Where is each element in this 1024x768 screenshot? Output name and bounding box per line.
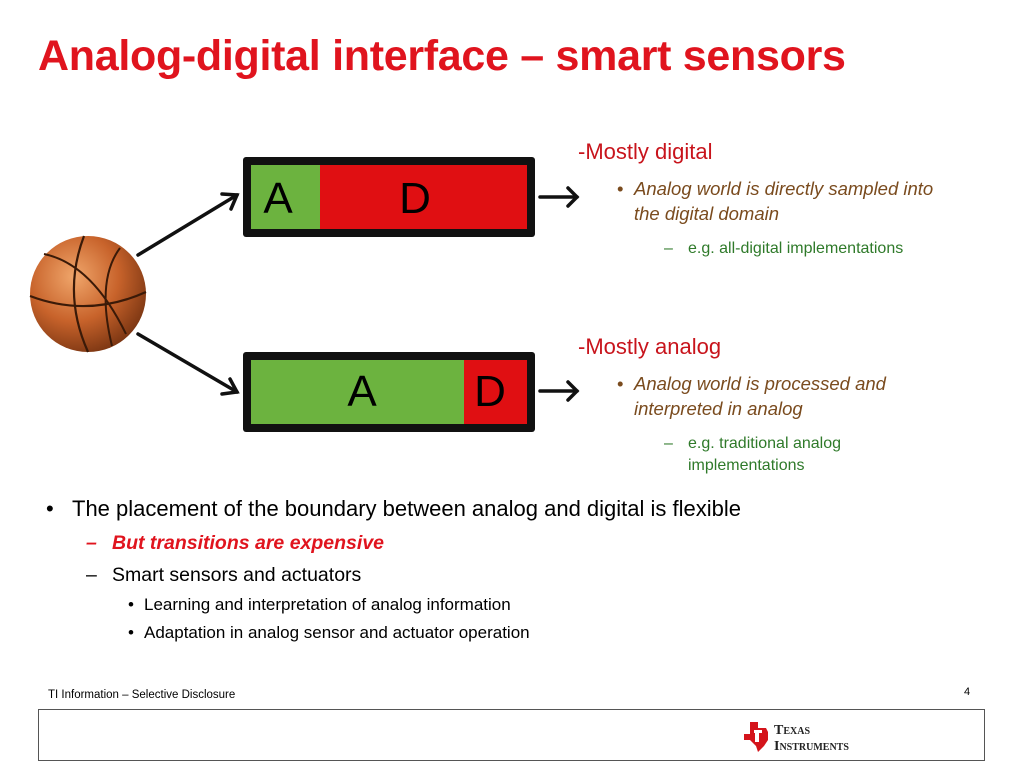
sub-digital: – e.g. all-digital implementations (664, 238, 948, 260)
list-item-text: Learning and interpretation of analog in… (144, 595, 511, 614)
texas-state-icon (744, 722, 768, 752)
list-marker: – (86, 532, 97, 554)
bottom-box-analog-label: A (347, 367, 377, 416)
list-marker: • (128, 595, 134, 614)
footer-bar (38, 709, 985, 761)
page-number: 4 (964, 686, 971, 698)
list-item-level3: • Learning and interpretation of analog … (128, 595, 511, 615)
list-item-level2: – Smart sensors and actuators (86, 564, 362, 587)
list-marker: – (86, 564, 97, 586)
bottom-box-analog-segment (251, 360, 464, 424)
sub-analog-text: e.g. traditional analog implementations (688, 435, 841, 474)
top-box-digital-segment (320, 165, 527, 229)
mostly-digital-box: A D (243, 157, 535, 237)
list-item-text: But transitions are expensive (112, 532, 385, 554)
bullet-digital: • Analog world is directly sampled into … (617, 176, 964, 226)
mostly-analog-box: A D (243, 352, 535, 432)
sub-marker: – (664, 240, 673, 257)
bottom-box-digital-label: D (474, 367, 506, 416)
basketball-icon (29, 235, 147, 353)
slide-title: Analog-digital interface – smart sensors (38, 32, 846, 80)
bullet-digital-text: Analog world is directly sampled into th… (634, 178, 934, 224)
bullet-analog-text: Analog world is processed and interprete… (634, 373, 886, 419)
logo-line-2: Instruments (774, 739, 849, 754)
list-marker: • (128, 623, 134, 642)
top-box-analog-label: A (263, 174, 293, 223)
bullet-analog: • Analog world is processed and interpre… (617, 371, 964, 421)
arrow-to-bottom-box (136, 332, 240, 396)
list-item-level2-highlight: – But transitions are expensive (86, 532, 385, 555)
section-heading-analog: -Mostly analog (578, 334, 722, 359)
top-box-analog-segment (251, 165, 320, 229)
bullet-marker: • (617, 178, 624, 199)
arrow-to-top-box (136, 192, 240, 257)
logo-line-1: Texas (774, 723, 810, 738)
list-item-text: The placement of the boundary between an… (72, 496, 742, 521)
list-marker: • (46, 496, 54, 521)
list-item-level3: • Adaptation in analog sensor and actuat… (128, 623, 530, 643)
list-item-text: Smart sensors and actuators (112, 564, 362, 586)
top-box-digital-label: D (399, 174, 431, 223)
bullet-marker: • (617, 373, 624, 394)
list-item-text: Adaptation in analog sensor and actuator… (144, 623, 530, 642)
texas-instruments-logo: Texas Instruments (744, 722, 849, 754)
list-item-level1: • The placement of the boundary between … (46, 496, 742, 522)
arrow-from-top-box (538, 186, 580, 208)
sub-analog: – e.g. traditional analog implementation… (664, 433, 948, 477)
section-heading-digital: -Mostly digital (578, 139, 713, 164)
footer-disclosure: TI Information – Selective Disclosure (48, 689, 236, 701)
bottom-box-digital-segment (464, 360, 527, 424)
sub-digital-text: e.g. all-digital implementations (688, 240, 904, 257)
arrow-from-bottom-box (538, 380, 580, 402)
sub-marker: – (664, 435, 673, 452)
